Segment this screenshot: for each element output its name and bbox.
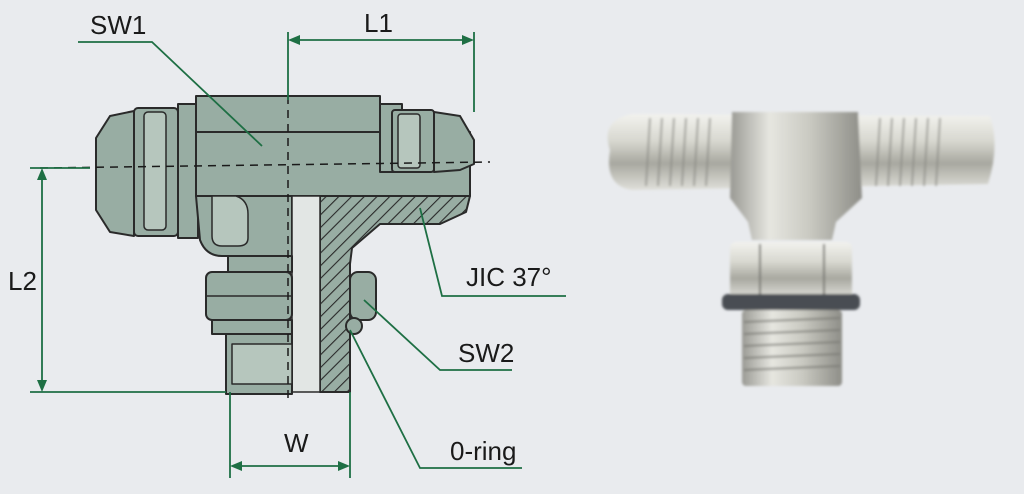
label-oring: 0-ring <box>450 436 516 466</box>
label-sw1: SW1 <box>90 10 146 40</box>
sw2-leader <box>363 299 512 371</box>
right-flare-end <box>379 103 475 173</box>
label-w: W <box>284 428 309 458</box>
horizontal-centerline <box>39 161 491 169</box>
lock-nut <box>205 255 377 335</box>
fitting-photo <box>607 112 995 386</box>
oring-leader <box>349 329 522 469</box>
jic-leader <box>419 207 566 297</box>
sw1-leader <box>78 41 263 147</box>
dimension-lines <box>30 32 566 478</box>
label-sw2: SW2 <box>458 338 514 368</box>
label-l1: L1 <box>364 8 393 38</box>
label-l2: L2 <box>8 266 37 296</box>
drawing <box>39 95 491 400</box>
stud-end <box>225 333 293 395</box>
label-jic: JIC 37° <box>466 262 552 292</box>
labels: SW1 L1 L2 JIC 37° SW2 W 0-ring <box>8 8 552 466</box>
left-flare-end <box>95 103 199 239</box>
